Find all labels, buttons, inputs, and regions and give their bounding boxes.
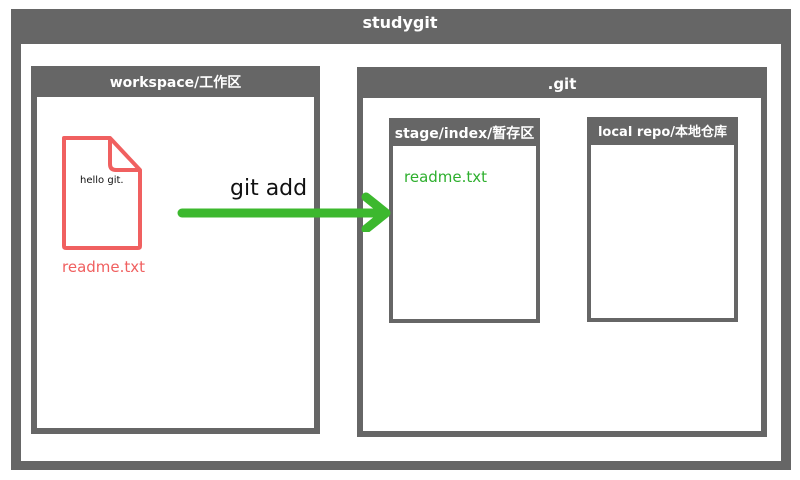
stage-file-name: readme.txt bbox=[404, 168, 488, 186]
studygit-title: studygit bbox=[362, 13, 438, 32]
local-repo-box: local repo/本地仓库 bbox=[587, 117, 738, 322]
workspace-file-name: readme.txt bbox=[62, 258, 146, 276]
stage-title: stage/index/暂存区 bbox=[393, 122, 536, 146]
local-repo-title: local repo/本地仓库 bbox=[591, 121, 734, 145]
stage-box: stage/index/暂存区 bbox=[389, 118, 540, 323]
git-title: .git bbox=[363, 73, 761, 98]
arrow-right-icon bbox=[177, 192, 391, 232]
git-add-label: git add bbox=[230, 176, 308, 201]
document-icon bbox=[62, 136, 142, 250]
file-content-text: hello git. bbox=[80, 175, 124, 186]
workspace-title: workspace/工作区 bbox=[37, 72, 314, 97]
